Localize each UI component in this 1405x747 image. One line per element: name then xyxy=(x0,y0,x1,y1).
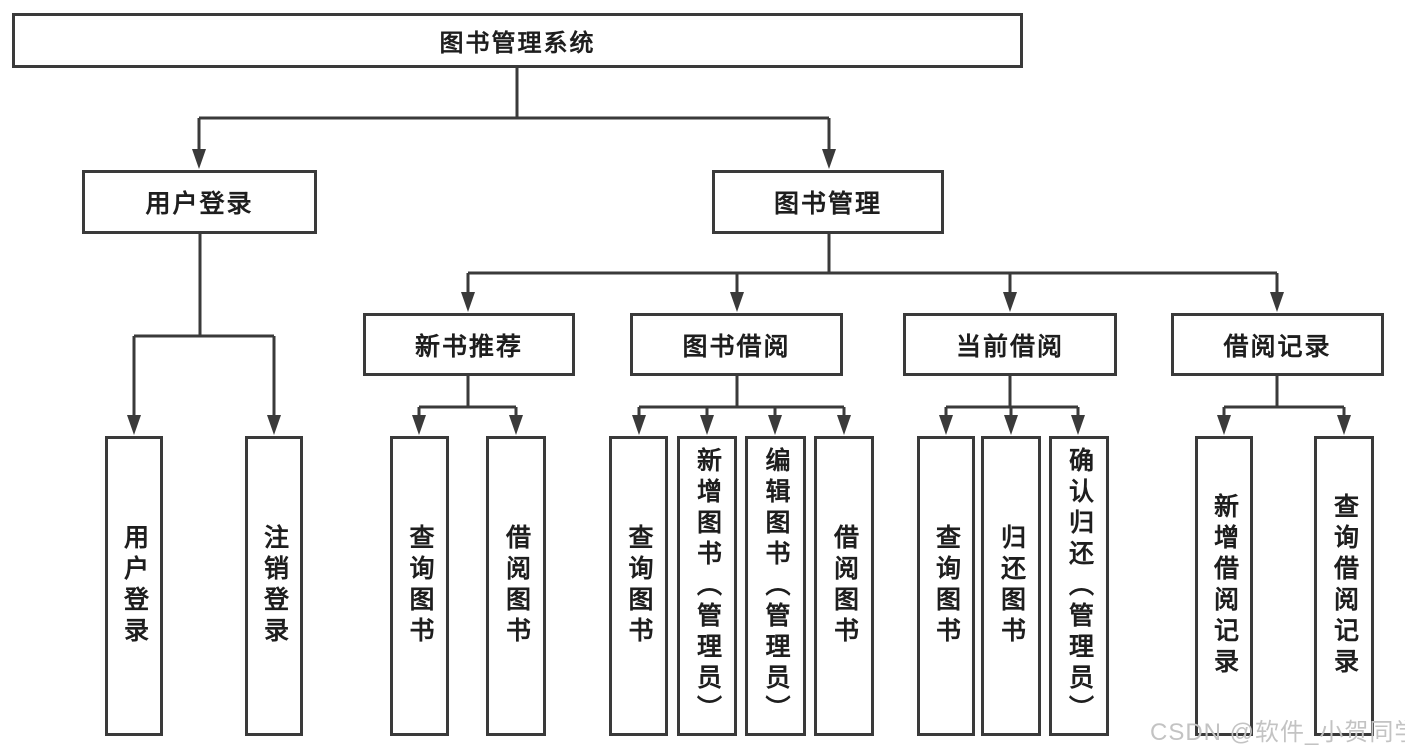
node-leaf-user-login: 用户登录 xyxy=(105,436,163,736)
node-leaf-edit-books-admin: 编辑图书（管理员） xyxy=(745,436,806,736)
node-user-login: 用户登录 xyxy=(82,170,317,234)
connector-mgmt-to-level3 xyxy=(466,233,1279,296)
csdn-watermark: CSDN @软件_小贺同学 xyxy=(1150,719,1405,746)
node-book-management: 图书管理 xyxy=(712,170,944,234)
node-leaf-borrow-books: 借阅图书 xyxy=(814,436,874,736)
node-leaf-borrow-books-recommend: 借阅图书 xyxy=(486,436,546,736)
node-borrowing-records: 借阅记录 xyxy=(1171,313,1384,376)
node-leaf-logout: 注销登录 xyxy=(245,436,303,736)
node-leaf-add-borrow-record: 新增借阅记录 xyxy=(1195,436,1253,736)
node-library-management-system: 图书管理系统 xyxy=(12,13,1023,68)
node-leaf-query-borrow-record: 查询借阅记录 xyxy=(1314,436,1374,736)
node-leaf-return-books: 归还图书 xyxy=(981,436,1041,736)
connector-records-children xyxy=(1222,376,1346,418)
connector-root-to-level2 xyxy=(197,68,831,152)
node-leaf-query-books-current: 查询图书 xyxy=(917,436,975,736)
node-leaf-query-books-borrow: 查询图书 xyxy=(609,436,668,736)
node-new-book-recommend: 新书推荐 xyxy=(363,313,575,376)
connector-current-children xyxy=(944,376,1080,418)
connector-newbooks-children xyxy=(417,376,518,418)
arrowheads xyxy=(127,149,1351,435)
node-leaf-add-books-admin: 新增图书（管理员） xyxy=(677,436,737,736)
node-leaf-query-books-recommend: 查询图书 xyxy=(390,436,449,736)
node-leaf-confirm-return-admin: 确认归还（管理员） xyxy=(1049,436,1109,736)
node-current-borrowing: 当前借阅 xyxy=(903,313,1117,376)
connector-login-children xyxy=(132,233,276,418)
node-book-borrowing: 图书借阅 xyxy=(630,313,843,376)
connector-borrow-children xyxy=(637,376,846,418)
